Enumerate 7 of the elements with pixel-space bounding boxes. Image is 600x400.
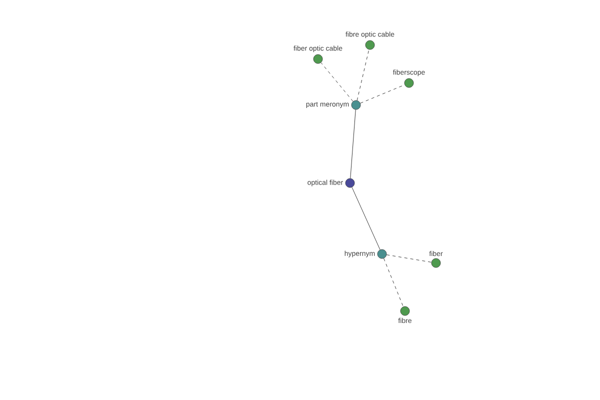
connector-line (360, 84, 405, 104)
connector-line (350, 110, 356, 179)
connector-line (352, 187, 380, 250)
connector-line (386, 254, 432, 262)
connector-line (320, 62, 354, 102)
connector-line (356, 49, 370, 101)
connector-line (384, 258, 404, 307)
